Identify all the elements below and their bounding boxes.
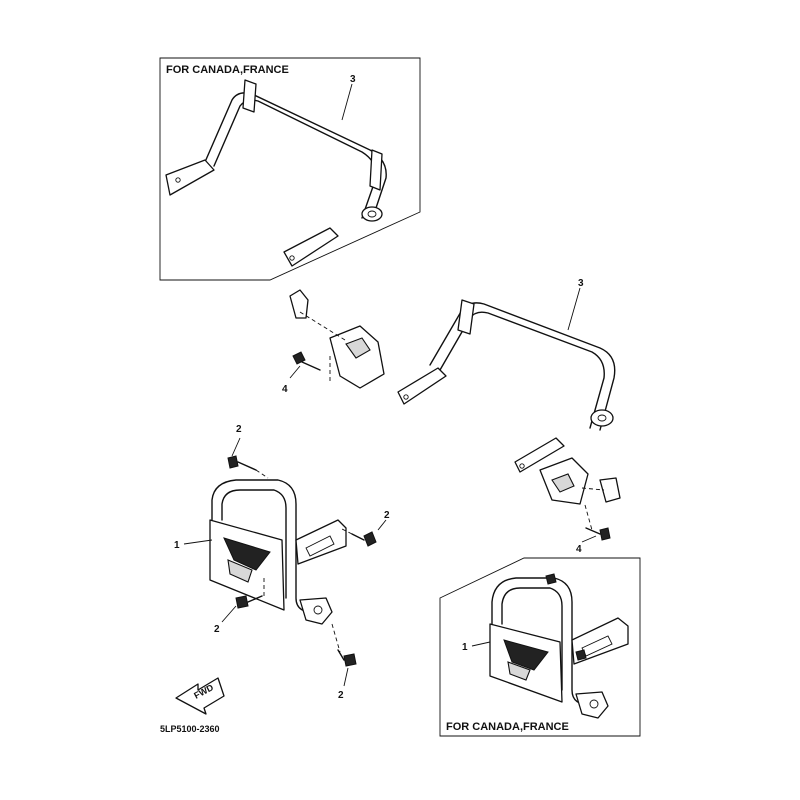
inset-frame-bottom: FOR CANADA,FRANCE xyxy=(439,557,641,737)
left-bracket: 4 xyxy=(282,289,385,395)
callout-front-guard: 1 xyxy=(174,540,180,551)
bolt-lower-left: 2 xyxy=(214,595,263,635)
bolt-right-side: 2 xyxy=(339,510,390,547)
callout-main-grab-bar: 3 xyxy=(578,278,584,289)
callout-bolt-upper-left: 2 xyxy=(236,424,242,435)
fwd-arrow-badge: FWD xyxy=(175,677,225,715)
callout-bolt-right-bracket: 4 xyxy=(576,544,582,555)
front-guard: 1 xyxy=(174,479,347,625)
inset-frame-top-label: FOR CANADA,FRANCE xyxy=(166,64,289,76)
main-grab-bar: 3 xyxy=(397,278,616,473)
callout-bolt-right-side: 2 xyxy=(384,510,390,521)
bolt-lower-center: 2 xyxy=(331,623,357,701)
inset-frame-bottom-label: FOR CANADA,FRANCE xyxy=(446,721,569,733)
callout-bolt-left-bracket: 4 xyxy=(282,384,288,395)
callout-bolt-lower-center: 2 xyxy=(338,690,344,701)
inset-frame-top: FOR CANADA,FRANCE xyxy=(159,57,421,281)
diagram-code: 5LP5100-2360 xyxy=(160,724,220,734)
callout-inset-grab-bar: 3 xyxy=(350,74,356,85)
bolt-upper-left: 2 xyxy=(227,424,269,479)
callout-inset-front-guard: 1 xyxy=(462,642,468,653)
callout-bolt-lower-left: 2 xyxy=(214,624,220,635)
inset-grab-bar: 3 xyxy=(165,74,387,267)
right-bracket: 4 xyxy=(539,457,621,555)
inset-front-guard: 1 xyxy=(462,573,629,719)
